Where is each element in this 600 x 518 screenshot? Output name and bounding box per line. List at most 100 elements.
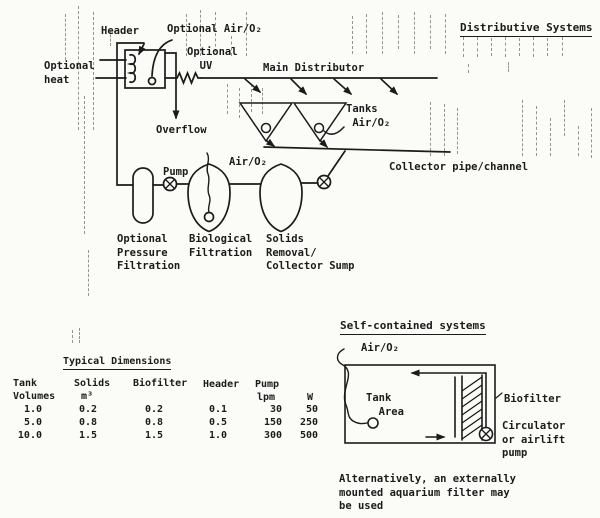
- scan-artifact: [508, 62, 509, 72]
- tank-2-airstone: [313, 122, 325, 134]
- scan-artifact: [352, 16, 353, 54]
- tank-triangles: [238, 102, 348, 149]
- supply-pipe: [116, 42, 145, 186]
- scan-artifact: [562, 37, 563, 56]
- scan-artifact: [231, 36, 232, 56]
- scan-artifact: [430, 102, 431, 156]
- self-contained-box: [336, 348, 503, 444]
- scan-artifact: [468, 64, 469, 73]
- tanks-air-label: Tanks Air/O₂: [346, 103, 391, 129]
- scan-artifact: [251, 84, 252, 112]
- scan-artifact: [382, 12, 383, 54]
- air-leader-curve: [323, 126, 345, 135]
- header-label: Header: [101, 25, 139, 37]
- inflow-arrow: [138, 43, 146, 56]
- table-title: Typical Dimensions: [63, 355, 172, 370]
- scan-artifact: [262, 88, 263, 114]
- tank-2-outlet-arrow: [319, 139, 329, 149]
- table-cell: 1.0: [208, 430, 227, 441]
- tank-area-label: Tank Area: [366, 392, 404, 418]
- scan-artifact: [186, 14, 187, 56]
- scan-artifact: [93, 12, 94, 130]
- airstone-circle: [147, 76, 157, 86]
- col-header-biofilter: Biofilter: [133, 378, 188, 389]
- return-flow-pipe: [410, 369, 487, 430]
- heater-coil: [126, 54, 137, 83]
- col-header-pump-unit: lpm: [257, 392, 276, 403]
- tank-1-outlet-arrow: [265, 138, 276, 147]
- table-cell: 1.5: [78, 430, 97, 441]
- uv-main-line: [176, 70, 438, 86]
- collector-pipe-label: Collector pipe/channel: [389, 161, 529, 173]
- pressure-filter-vessel: [132, 167, 154, 224]
- scan-artifact: [84, 96, 85, 234]
- scan-artifact: [457, 108, 458, 154]
- biofilter-leader-tick: [495, 392, 503, 399]
- header-unit: [95, 39, 180, 186]
- scan-artifact: [78, 6, 79, 130]
- table-cell: 0.2: [144, 404, 163, 415]
- table-cell: 5.0: [23, 417, 42, 428]
- overflow-label: Overflow: [156, 124, 207, 136]
- solids-sump-vessel: [259, 163, 303, 233]
- table-cell: 0.2: [78, 404, 97, 415]
- header-tank-box: [124, 49, 166, 89]
- tank-2: [292, 102, 348, 143]
- scan-artifact: [536, 106, 537, 156]
- distributive-systems-heading: Distributive Systems: [460, 21, 593, 37]
- scan-artifact: [578, 126, 579, 156]
- circulator-label: Circulator or airlift pump: [502, 420, 566, 459]
- col-header-tank: Tank Volumes: [13, 378, 56, 402]
- self-contained-heading: Self-contained systems: [340, 319, 486, 335]
- scan-artifact: [227, 84, 228, 114]
- scan-artifact: [519, 38, 520, 56]
- scan-artifact: [110, 30, 111, 46]
- table-cell: 150: [263, 417, 282, 428]
- solids-removal-label: Solids Removal/ Collector Sump: [266, 233, 355, 272]
- table-cell: 300: [263, 430, 282, 441]
- optional-air-label: Optional Air/O₂: [167, 23, 262, 35]
- scan-artifact: [72, 330, 73, 343]
- scan-artifact: [430, 15, 431, 49]
- bio-air-line: [206, 152, 211, 213]
- scan-artifact: [200, 10, 201, 56]
- scan-artifact: [445, 14, 446, 54]
- air-supply-curve: [151, 39, 173, 77]
- scan-artifact: [533, 37, 534, 57]
- biofilter-vessel: [187, 163, 231, 233]
- col-header-watts: W: [307, 392, 314, 403]
- biological-filtration-label: Biological Filtration: [189, 233, 253, 259]
- table-cell: 0.1: [208, 404, 227, 415]
- scan-artifact: [65, 14, 66, 60]
- scan-artifact: [79, 328, 80, 343]
- table-cell: 0.8: [78, 417, 97, 428]
- sump-riser: [327, 150, 346, 177]
- filtration-loop: [132, 150, 346, 233]
- col-header-solids: Solids: [74, 378, 111, 389]
- scan-artifact: [505, 37, 506, 57]
- bio-air-label: Air/O₂: [229, 156, 267, 168]
- table-cell: 250: [299, 417, 318, 428]
- table-cell: 0.8: [144, 417, 163, 428]
- biofilter-hatch: [461, 376, 483, 440]
- tank-1-airstone: [260, 122, 272, 134]
- uv-zigzag: [176, 70, 202, 86]
- scan-artifact: [444, 104, 445, 156]
- scan-artifact: [491, 38, 492, 56]
- main-distributor-label: Main Distributor: [263, 62, 365, 74]
- bio-airstone: [203, 211, 215, 223]
- scan-artifact: [398, 15, 399, 49]
- scan-artifact: [522, 100, 523, 156]
- scan-artifact: [550, 118, 551, 156]
- alternative-note: Alternatively, an externally mounted aqu…: [339, 473, 517, 512]
- table-cell: 10.0: [17, 430, 42, 441]
- scan-artifact: [591, 108, 592, 158]
- col-header-solids-unit: m³: [81, 391, 94, 402]
- optional-heat-label: Optional heat: [44, 60, 95, 86]
- sc-air-label: Air/O₂: [361, 342, 399, 354]
- table-cell: 1.5: [144, 430, 163, 441]
- pressure-filtration-label: Optional Pressure Filtration: [117, 233, 181, 272]
